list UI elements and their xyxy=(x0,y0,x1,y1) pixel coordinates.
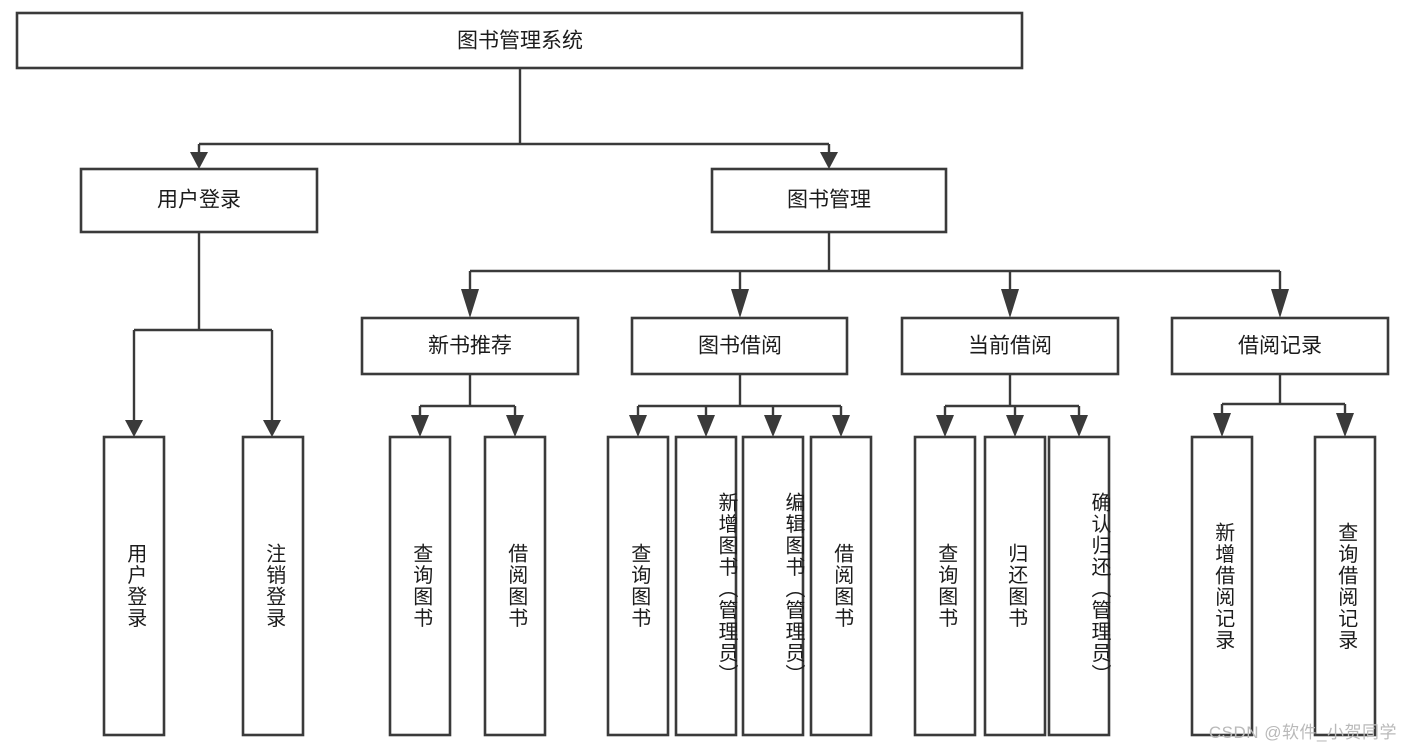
node-book-borrow-box[interactable] xyxy=(630,316,849,376)
node-root-box[interactable] xyxy=(15,11,1024,70)
arrow-bb-leaf-1 xyxy=(629,415,647,437)
node-book-mgmt-box[interactable] xyxy=(710,167,948,234)
arrow-bb-leaf-4 xyxy=(832,415,850,437)
arrow-bb-leaf-3 xyxy=(764,415,782,437)
arrow-to-current-borrow xyxy=(1001,289,1019,318)
arrow-cb-leaf-3 xyxy=(1070,415,1088,437)
leaf-box-edit-book-admin[interactable] xyxy=(741,435,805,737)
nodes-layer: 图书管理系统 用户登录 图书管理 新书推荐 图书借阅 当前借阅 借阅记录 xyxy=(15,11,1390,737)
node-borrow-record-label: 借阅记录 xyxy=(1238,335,1322,358)
edges-layer xyxy=(125,68,1354,437)
node-current-borrow-label: 当前借阅 xyxy=(968,335,1052,358)
leaf-box-borrow-book-nbr[interactable] xyxy=(483,435,547,737)
node-user-login-label: 用户登录 xyxy=(157,189,241,212)
arrow-to-borrow-record xyxy=(1271,289,1289,318)
leaf-box-add-borrow-record[interactable] xyxy=(1190,435,1254,737)
leaf-box-query-borrow-record[interactable] xyxy=(1313,435,1377,737)
arrow-cb-leaf-2 xyxy=(1006,415,1024,437)
node-user-login-box[interactable] xyxy=(79,167,319,234)
arrow-to-leaf-user-login xyxy=(125,420,143,437)
leaf-box-query-book-nbr[interactable] xyxy=(388,435,452,737)
node-borrow-record-box[interactable] xyxy=(1170,316,1390,376)
leaf-box-user-login[interactable] xyxy=(102,435,166,737)
arrow-to-new-book-rec xyxy=(461,289,479,318)
arrow-to-user-login xyxy=(190,152,208,169)
arrow-cb-leaf-1 xyxy=(936,415,954,437)
leaf-box-return-book[interactable] xyxy=(983,435,1047,737)
arrow-nbr-leaf-1 xyxy=(411,415,429,437)
leaf-box-logout[interactable] xyxy=(241,435,305,737)
arrow-to-book-mgmt xyxy=(820,152,838,169)
arrow-to-leaf-logout xyxy=(263,420,281,437)
arrow-bb-leaf-2 xyxy=(697,415,715,437)
arrow-nbr-leaf-2 xyxy=(506,415,524,437)
arrow-br-leaf-1 xyxy=(1213,413,1231,437)
leaf-box-add-book-admin[interactable] xyxy=(674,435,738,737)
node-root-label: 图书管理系统 xyxy=(457,30,583,53)
node-new-book-rec-box[interactable] xyxy=(360,316,580,376)
node-new-book-rec-label: 新书推荐 xyxy=(428,335,512,358)
arrow-br-leaf-2 xyxy=(1336,413,1354,437)
node-current-borrow-box[interactable] xyxy=(900,316,1120,376)
leaf-box-borrow-book-bb[interactable] xyxy=(809,435,873,737)
leaf-box-confirm-return[interactable] xyxy=(1047,435,1111,737)
leaf-boxes-layer xyxy=(102,435,1377,737)
csdn-watermark: CSDN @软件_小贺同学 xyxy=(1208,723,1397,742)
node-book-mgmt-label: 图书管理 xyxy=(787,189,871,212)
leaf-box-query-book-bb[interactable] xyxy=(606,435,670,737)
node-book-borrow-label: 图书借阅 xyxy=(698,335,782,358)
arrow-to-book-borrow xyxy=(731,289,749,318)
leaf-box-query-book-cb[interactable] xyxy=(913,435,977,737)
